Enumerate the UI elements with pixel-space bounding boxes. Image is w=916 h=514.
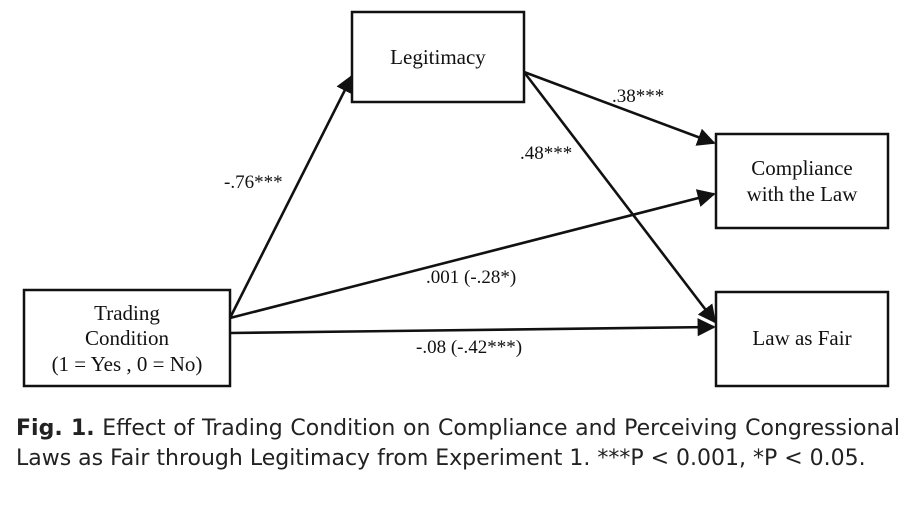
node-trading-label-line1: Trading xyxy=(94,301,160,325)
node-trading-label-line3: (1 = Yes , 0 = No) xyxy=(52,352,203,376)
edge-label-trading-compliance: .001 (-.28*) xyxy=(426,267,516,288)
edge-label-trading-fair: -.08 (-.42***) xyxy=(416,337,522,358)
edge-trading-to-fair xyxy=(229,318,716,337)
node-fair-label: Law as Fair xyxy=(752,326,851,350)
node-trading-label-line2: Condition xyxy=(85,326,170,350)
node-compliance-label-line1: Compliance xyxy=(751,156,852,180)
edge-trading-to-compliance xyxy=(229,189,716,320)
edge-label-legitimacy-fair: .48*** xyxy=(520,143,572,164)
edge-legitimacy-to-fair xyxy=(522,71,717,324)
figure-caption: Fig. 1. Effect of Trading Condition on C… xyxy=(16,414,900,474)
node-legitimacy-label: Legitimacy xyxy=(390,45,486,69)
figure-caption-text: Effect of Trading Condition on Complianc… xyxy=(16,416,901,471)
node-legitimacy-box xyxy=(350,10,526,104)
figure-caption-label: Fig. 1. xyxy=(16,416,95,441)
edge-trading-to-legitimacy xyxy=(228,74,354,319)
node-fair-box xyxy=(714,290,890,388)
edge-label-legitimacy-compliance: .38*** xyxy=(612,86,664,107)
node-compliance-box xyxy=(714,132,890,230)
path-diagram: -.76*** .38*** .48*** .001 (-.28*) -.08 … xyxy=(22,10,890,388)
node-compliance-label-line2: with the Law xyxy=(747,182,859,206)
node-trading-box xyxy=(22,288,232,388)
edge-legitimacy-to-compliance xyxy=(523,70,716,146)
edge-label-trading-legitimacy: -.76*** xyxy=(224,172,283,193)
